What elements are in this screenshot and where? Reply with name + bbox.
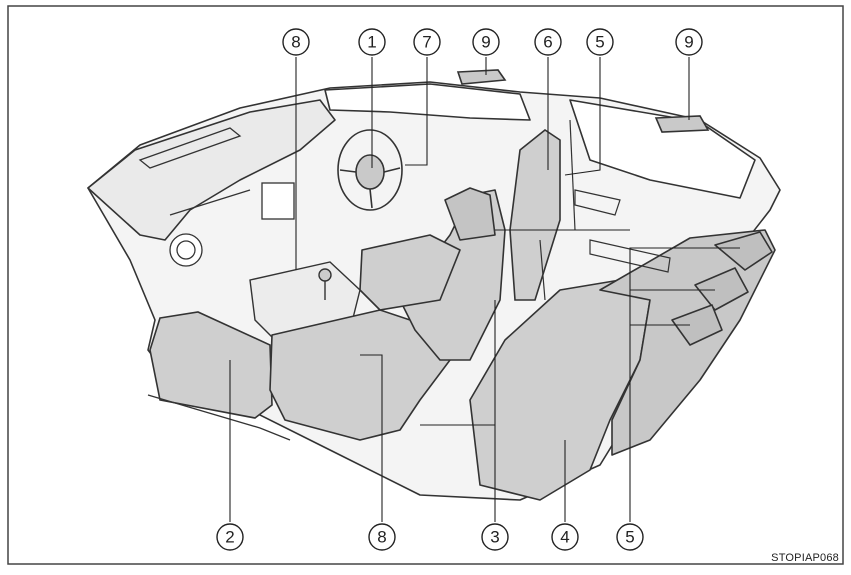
svg-text:4: 4: [560, 528, 569, 547]
callout-bottom-1: 2: [216, 523, 244, 551]
callout-bottom-4: 4: [551, 523, 579, 551]
callout-top-6: 5: [586, 28, 614, 56]
callout-bottom-3: 3: [481, 523, 509, 551]
callout-bottom-5: 5: [616, 523, 644, 551]
callout-top-5: 6: [534, 28, 562, 56]
callout-top-3: 7: [413, 28, 441, 56]
rear-seat: [469, 229, 776, 501]
assist-grips: [456, 69, 710, 133]
svg-text:8: 8: [377, 528, 386, 547]
door-details: [539, 119, 671, 301]
svg-text:3: 3: [490, 528, 499, 547]
callout-bottom-2: 8: [368, 523, 396, 551]
callout-top-2: 1: [358, 28, 386, 56]
svg-text:9: 9: [684, 33, 693, 52]
front-floor-mat: [149, 311, 273, 419]
leader-lines: [229, 57, 740, 522]
callout-top-7: 9: [675, 28, 703, 56]
svg-text:5: 5: [595, 33, 604, 52]
svg-text:9: 9: [481, 33, 490, 52]
callout-top-4: 9: [472, 28, 500, 56]
front-seat: [269, 187, 506, 441]
dashboard-details: [138, 127, 295, 267]
callout-top-1: 8: [282, 28, 310, 56]
svg-text:8: 8: [291, 33, 300, 52]
callouts-top: 8 1 7 9 6 5 9: [282, 28, 703, 56]
svg-text:5: 5: [625, 528, 634, 547]
svg-text:7: 7: [422, 33, 431, 52]
svg-text:2: 2: [225, 528, 234, 547]
steering-wheel: [337, 129, 403, 211]
image-code: STOPIAP068: [771, 552, 839, 564]
svg-text:1: 1: [367, 33, 376, 52]
callouts-bottom: 2 8 3 4 5: [216, 523, 644, 551]
svg-text:6: 6: [543, 33, 552, 52]
